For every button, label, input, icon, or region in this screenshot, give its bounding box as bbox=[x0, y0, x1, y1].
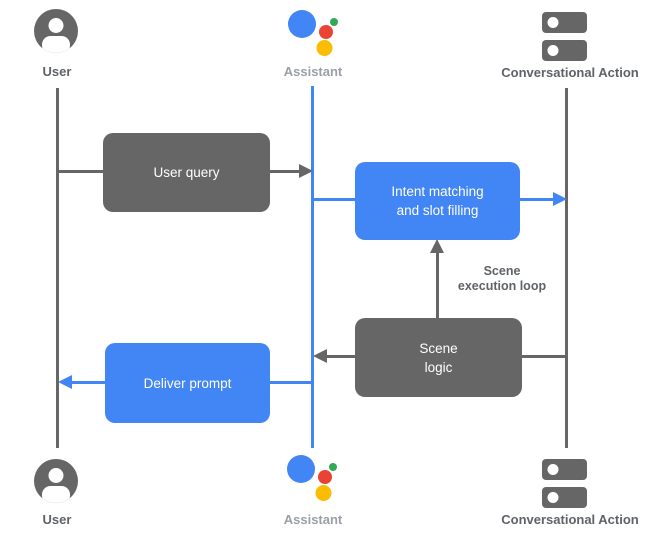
assistant-icon bbox=[288, 10, 338, 56]
scene-logic-box: Scene logic bbox=[355, 318, 522, 397]
arrowhead-left-icon bbox=[313, 349, 327, 363]
server-stack-icon bbox=[542, 459, 587, 508]
actor-label-user-bottom: User bbox=[42, 512, 72, 527]
arrowhead-right-icon bbox=[553, 192, 567, 206]
connector-intent-matching-to-conversational-action bbox=[520, 198, 554, 201]
conversational-action-lifeline bbox=[565, 88, 568, 448]
actor-label-assistant-top: Assistant bbox=[283, 64, 343, 79]
server-stack-icon bbox=[542, 12, 587, 61]
arrowhead-right-icon bbox=[299, 164, 313, 178]
connector-user-query-to-assistant bbox=[270, 170, 300, 173]
arrowhead-up-icon bbox=[430, 239, 444, 253]
connector-scene-logic-to-intent-matching bbox=[436, 252, 439, 318]
deliver-prompt-box: Deliver prompt bbox=[105, 343, 270, 423]
user-query-box: User query bbox=[103, 133, 270, 212]
connector-scene-logic-to-assistant bbox=[326, 355, 355, 358]
assistant-icon bbox=[287, 455, 337, 501]
scene-execution-loop-label: Scene execution loop bbox=[457, 264, 547, 293]
actor-label-conversational-action-bottom: Conversational Action bbox=[501, 512, 639, 527]
connector-assistant-to-intent-matching bbox=[313, 198, 355, 201]
assistant-lifeline bbox=[311, 86, 314, 448]
connector-assistant-to-deliver-prompt bbox=[270, 381, 313, 384]
user-icon bbox=[34, 9, 78, 53]
user-lifeline-top-to-bottom bbox=[56, 88, 59, 448]
connector-user-to-user-query bbox=[56, 170, 103, 173]
connector-conversational-action-to-scene-logic bbox=[522, 355, 568, 358]
actor-label-conversational-action-top: Conversational Action bbox=[501, 65, 639, 80]
actor-label-assistant-bottom: Assistant bbox=[283, 512, 343, 527]
user-icon bbox=[34, 459, 78, 503]
arrowhead-left-icon bbox=[58, 375, 72, 389]
actor-label-user-top: User bbox=[42, 64, 72, 79]
intent-matching-box: Intent matching and slot filling bbox=[355, 162, 520, 240]
connector-deliver-prompt-to-user bbox=[71, 381, 106, 384]
